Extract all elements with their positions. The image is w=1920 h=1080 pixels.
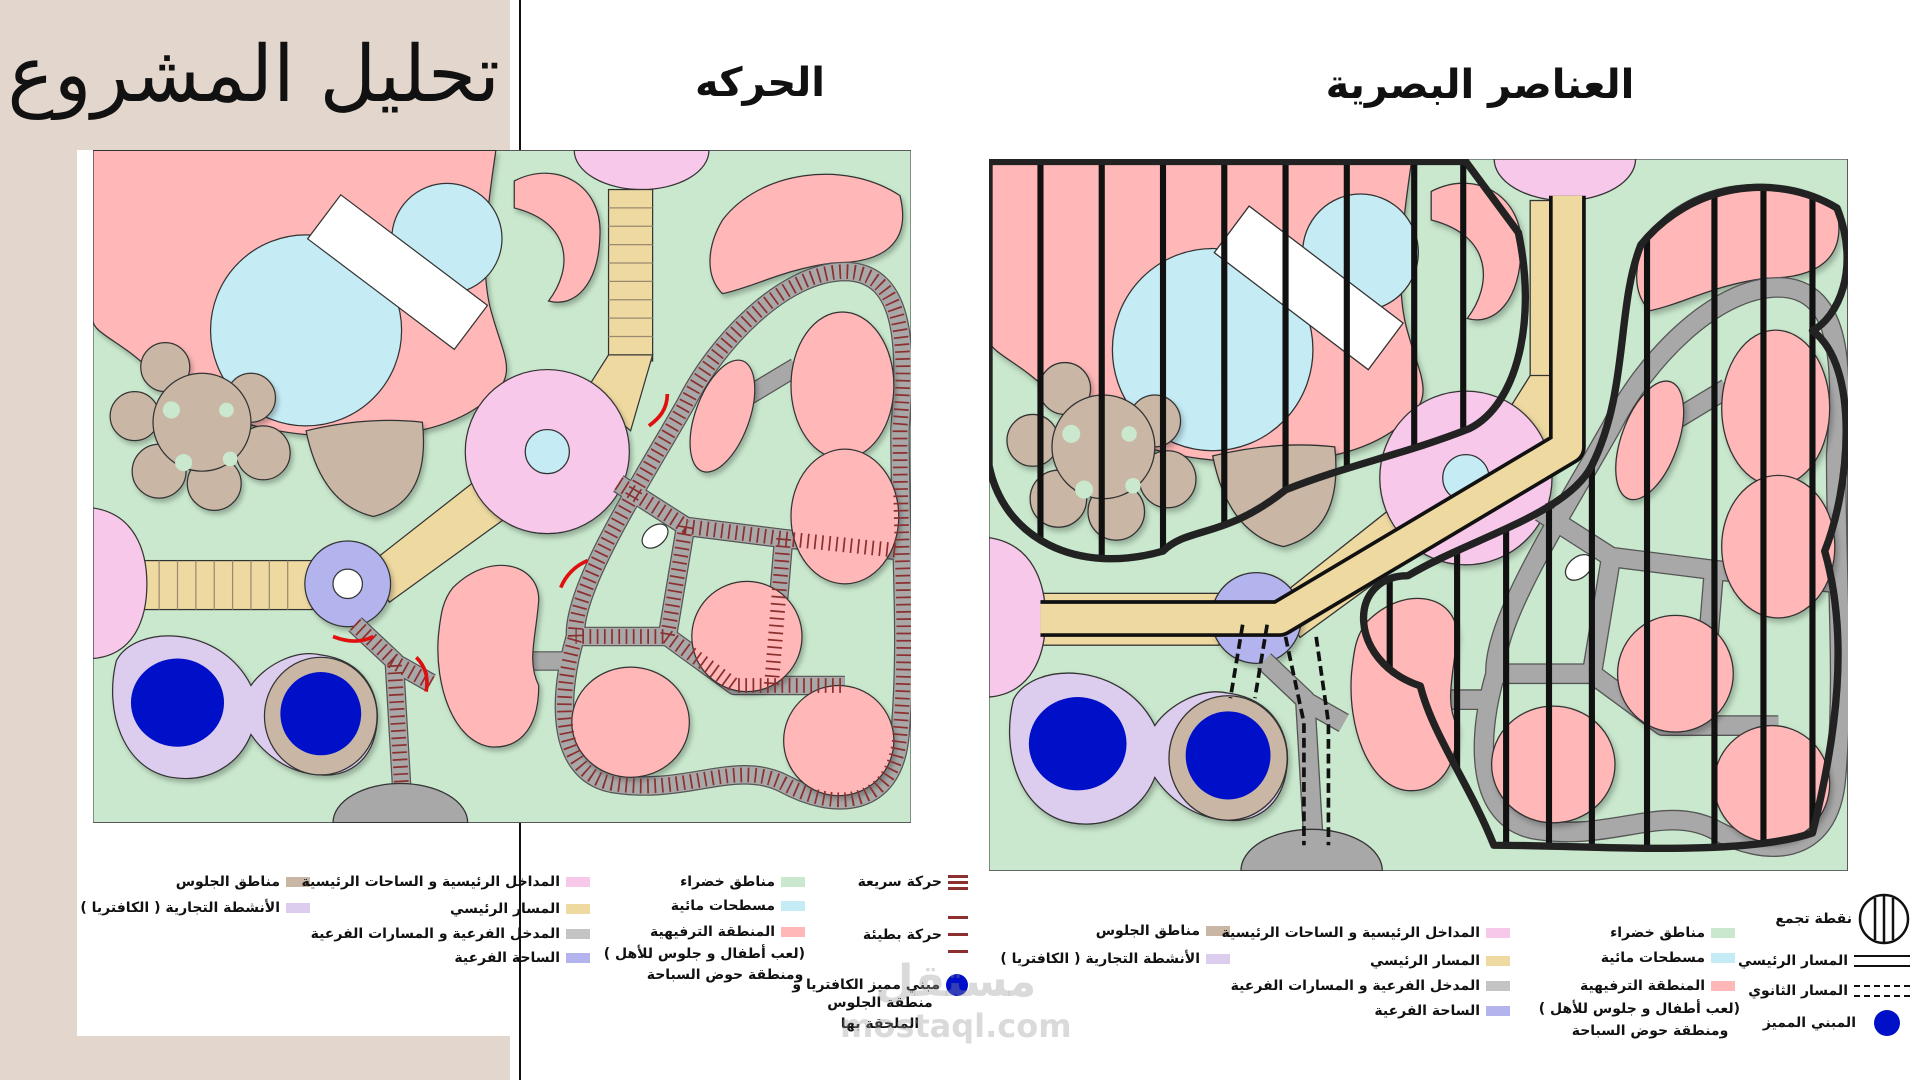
legend-item-sub-plaza: الساحة الفرعية	[1374, 1003, 1510, 1019]
legend-item-main-entries: المداخل الرئيسية و الساحات الرئيسية	[1222, 925, 1510, 941]
legend-label: المسار الثانوي	[1748, 983, 1848, 999]
visual-elements-title: العناصر البصرية	[1325, 62, 1635, 108]
legend-item-green: مناطق خضراء	[1610, 925, 1735, 941]
main-path-swatch	[566, 904, 590, 914]
legend-item-sub-entries: المدخل الفرعية و المسارات الفرعية	[311, 926, 590, 942]
legend-item-entertainment: المنطقة الترفيهية	[650, 924, 805, 940]
legend-item-fast-movement: حركة سريعة	[858, 874, 968, 890]
legend-label: مناطق خضراء	[680, 874, 775, 890]
legend-label: ومنطقة حوض السباحة	[1571, 1023, 1729, 1039]
legend-item-slow-movement: حركة بطيئة	[863, 916, 968, 953]
legend-label: مناطق الجلوس	[175, 874, 280, 890]
legend-label: مبني مميز الكافتريا و	[792, 977, 940, 993]
green-swatch	[781, 877, 805, 887]
legend-item-main-entries: المداخل الرئيسية و الساحات الرئيسية	[302, 874, 590, 890]
legend-item-seating: مناطق الجلوس	[176, 874, 310, 890]
legend-label: نقطة تجمع	[1775, 911, 1852, 927]
legend-item-secondary-path: المسار الثانوي	[1748, 983, 1910, 999]
secondary-path-line	[1228, 624, 1331, 846]
legend-item-sub-plaza: الساحة الفرعية	[454, 950, 590, 966]
water-swatch	[781, 901, 805, 911]
legend-item-sub-entries: المدخل الفرعية و المسارات الفرعية	[1231, 978, 1510, 994]
cafe-swatch	[286, 903, 310, 913]
legend-label: الملحقة بها	[840, 1016, 920, 1032]
gathering-zone-hatching	[1037, 161, 1467, 559]
legend-label: المسار الرئيسي	[1369, 953, 1480, 969]
legend-label: مسطحات مائية	[1600, 950, 1705, 966]
legend-label: الأنشطة التجارية ( الكافتريا )	[1000, 951, 1200, 967]
primary-path-icon	[1854, 955, 1910, 967]
legend-label: المنطقة الترفيهية	[1579, 978, 1705, 994]
legend-item-green: مناطق خضراء	[680, 874, 805, 890]
landmark-icon	[946, 974, 968, 996]
sub-plaza-swatch	[1486, 1006, 1510, 1016]
legend-label: المنطقة الترفيهية	[649, 924, 775, 940]
legend-label: (لعب أطفال و جلوس للأهل )	[603, 946, 805, 962]
sub-entries-swatch	[1486, 981, 1510, 991]
landmark-icon	[1874, 1010, 1900, 1036]
main-entries-swatch	[566, 877, 590, 887]
legend-item-gathering-point: نقطة تجمع	[1775, 893, 1910, 945]
sub-entries-swatch	[566, 929, 590, 939]
legend-label: الأنشطة التجارية ( الكافتريا )	[80, 900, 280, 916]
legend-item-water: مسطحات مائية	[671, 898, 805, 914]
cafe-swatch	[1206, 954, 1230, 964]
main-entries-swatch	[1486, 928, 1510, 938]
legend-label: المبني المميز	[1762, 1015, 1856, 1031]
legend-label: حركة سريعة	[857, 874, 942, 890]
entertainment-swatch	[1711, 981, 1735, 991]
legend-label: المسار الرئيسي	[449, 901, 560, 917]
secondary-path-icon	[1854, 985, 1910, 997]
movement-hatching	[350, 264, 911, 808]
green-swatch	[1711, 928, 1735, 938]
visual-elements-plan	[989, 159, 1848, 871]
page-title: تحليل المشروع	[7, 30, 500, 120]
water-swatch	[1711, 953, 1735, 963]
legend-label: منطقة الجلوس	[827, 995, 933, 1011]
path-hatching	[158, 207, 653, 610]
entertainment-swatch	[781, 927, 805, 937]
seating-swatch	[1206, 926, 1230, 936]
main-path-swatch	[1486, 956, 1510, 966]
movement-arrow-icon	[332, 393, 670, 692]
slow-movement-icon	[948, 916, 968, 953]
legend-item-landmark: المبني المميز	[1763, 1010, 1900, 1036]
legend-label: المدخل الفرعية و المسارات الفرعية	[1230, 978, 1480, 994]
legend-item-water: مسطحات مائية	[1601, 950, 1735, 966]
legend-label: المداخل الرئيسية و الساحات الرئيسية	[301, 874, 560, 890]
legend-item-main-path: المسار الرئيسي	[450, 901, 590, 917]
movement-plan	[93, 150, 911, 823]
legend-item-cafe: الأنشطة التجارية ( الكافتريا )	[80, 900, 310, 916]
gathering-point-icon	[1858, 893, 1910, 945]
legend-item-main-path: المسار الرئيسي	[1370, 953, 1510, 969]
seating-swatch	[286, 877, 310, 887]
legend-label: الساحة الفرعية	[1374, 1003, 1480, 1019]
legend-item-entertainment: المنطقة الترفيهية	[1580, 978, 1735, 994]
legend-label: الساحة الفرعية	[454, 950, 560, 966]
fast-movement-icon	[948, 874, 968, 890]
legend-item-landmark: مبني مميز الكافتريا و	[792, 974, 968, 996]
legend-label: ومنطقة حوض السباحة	[646, 967, 804, 983]
legend-label: مسطحات مائية	[670, 898, 775, 914]
legend-label: المسار الرئيسي	[1737, 953, 1848, 969]
legend-item-primary-path: المسار الرئيسي	[1738, 953, 1910, 969]
legend-label: مناطق الجلوس	[1095, 923, 1200, 939]
main-path-line	[1040, 195, 1586, 637]
legend-item-seating: مناطق الجلوس	[1096, 923, 1230, 939]
legend-label: المدخل الفرعية و المسارات الفرعية	[310, 926, 560, 942]
legend-label: (لعب أطفال و جلوس للأهل )	[1538, 1001, 1740, 1017]
movement-title: الحركه	[695, 60, 825, 106]
sub-plaza-swatch	[566, 953, 590, 963]
legend-label: المداخل الرئيسية و الساحات الرئيسية	[1221, 925, 1480, 941]
legend-label: مناطق خضراء	[1610, 925, 1705, 941]
legend-item-cafe: الأنشطة التجارية ( الكافتريا )	[1000, 951, 1230, 967]
legend-label: حركة بطيئة	[862, 926, 942, 943]
